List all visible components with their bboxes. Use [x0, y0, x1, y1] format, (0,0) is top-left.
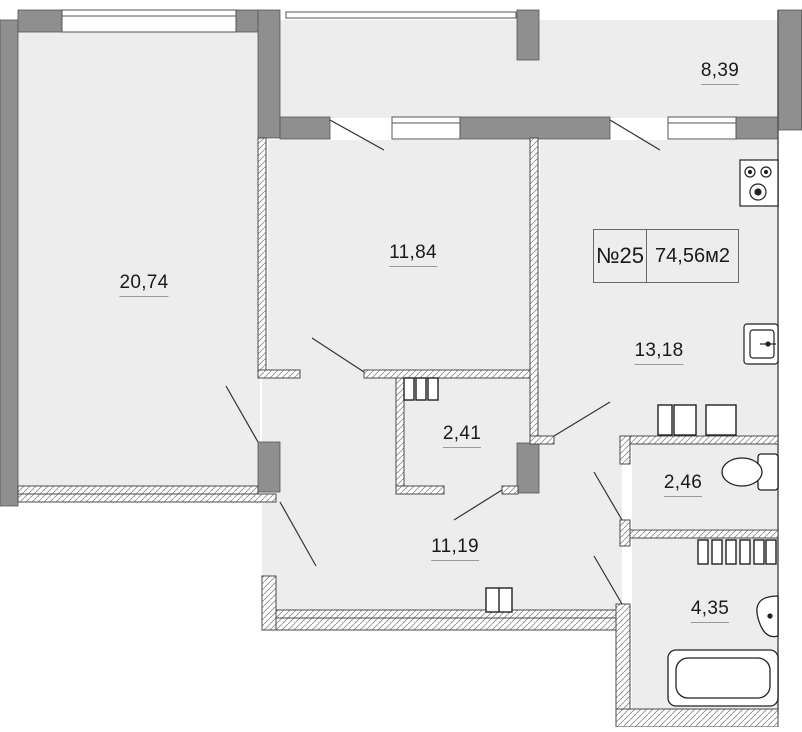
- partition-bedroom-bottom: [257, 369, 301, 379]
- door-kitchen: [553, 401, 611, 437]
- window-room-large: [61, 9, 237, 33]
- door-balcony-1: [329, 119, 385, 151]
- floor-room-large: [18, 32, 260, 487]
- radiator-bath-6: [765, 539, 777, 565]
- partition-bedroom-right: [529, 137, 539, 439]
- partition-hall-bottom: [275, 609, 617, 619]
- partition-closet-right-stub: [501, 485, 519, 495]
- area-label-wc: 2,46: [663, 472, 703, 497]
- partition-bedroom-bottom-b: [363, 369, 533, 379]
- partition-bath-bottom: [615, 708, 779, 728]
- cabinet-kitchen-2: [673, 404, 697, 436]
- area-label-bedroom: 11,84: [389, 242, 437, 267]
- fixtures: [403, 377, 777, 613]
- radiator-bath-2: [711, 539, 723, 565]
- area-label-hall: 11,19: [431, 536, 479, 561]
- apartment-total-area: 74,56м2: [655, 244, 730, 267]
- toilet-icon: [721, 453, 779, 491]
- door-hall-left: [279, 501, 317, 567]
- floor-wc: [632, 443, 778, 529]
- door-closet: [453, 489, 503, 521]
- radiator-bath-5: [753, 539, 765, 565]
- partition-kitchen-stub: [529, 435, 555, 445]
- shelf-closet-1: [403, 377, 415, 401]
- wall-pier-top: [257, 9, 281, 139]
- area-label-bath: 4,35: [690, 598, 730, 623]
- bath-sink-icon: [756, 595, 779, 638]
- partition-closet-bottom: [395, 485, 445, 495]
- window-kitchen: [667, 116, 737, 140]
- wall-pier-hall: [516, 442, 540, 494]
- cabinet-kitchen-3: [705, 404, 737, 436]
- walls-main: [0, 9, 802, 507]
- window-bedroom: [391, 116, 461, 140]
- shelf-closet-3: [427, 377, 439, 401]
- door-swings: [225, 119, 661, 605]
- floor-bedroom: [268, 140, 530, 372]
- wall-right: [777, 9, 802, 131]
- kitchen-sink-icon: [743, 323, 779, 365]
- partition-room-large-bottom-b: [17, 493, 277, 503]
- apartment-number: №25: [594, 230, 647, 282]
- wall-bedroom-top-b: [459, 116, 611, 140]
- partitions: [17, 137, 779, 728]
- radiator-bath-4: [739, 539, 751, 565]
- wall-left: [0, 19, 19, 507]
- bathtub-icon: [667, 649, 779, 707]
- window-loggia: [285, 11, 517, 19]
- door-balcony-2: [609, 119, 661, 151]
- partition-bedroom-left: [257, 137, 267, 379]
- shelf-closet-2: [415, 377, 427, 401]
- area-label-loggia: 8,39: [700, 60, 740, 85]
- partition-hall-bottom-b: [275, 617, 617, 631]
- wall-top-left: [17, 9, 63, 33]
- apartment-info-box: №25 74,56м2: [593, 229, 739, 283]
- windows: [61, 9, 737, 140]
- area-label-room-large: 20,74: [119, 272, 169, 297]
- partition-bath-left: [619, 519, 631, 547]
- door-wc: [593, 471, 623, 521]
- door-bedroom: [311, 337, 365, 373]
- radiator-bath-1: [697, 539, 709, 565]
- wall-loggia-pier: [516, 9, 540, 61]
- partition-closet-left: [395, 377, 405, 495]
- partition-wc-top: [619, 435, 779, 445]
- radiator-bath-3: [725, 539, 737, 565]
- area-label-closet: 2,41: [442, 423, 482, 448]
- partition-wc-bottom: [619, 529, 779, 539]
- wall-kitchen-top: [735, 116, 779, 140]
- wall-bedroom-top-a: [279, 116, 331, 140]
- wall-pier-mid: [257, 441, 281, 493]
- stove-icon: [739, 159, 779, 207]
- partition-room-large-bottom: [17, 485, 259, 495]
- door-bath: [593, 555, 623, 605]
- cabinet-kitchen-1: [657, 404, 673, 436]
- partition-wc-left: [619, 435, 631, 465]
- partition-hall-left: [261, 575, 277, 631]
- area-label-kitchen: 13,18: [634, 340, 684, 365]
- wall-top-right-of-window: [235, 9, 259, 33]
- door-room-large: [225, 385, 259, 443]
